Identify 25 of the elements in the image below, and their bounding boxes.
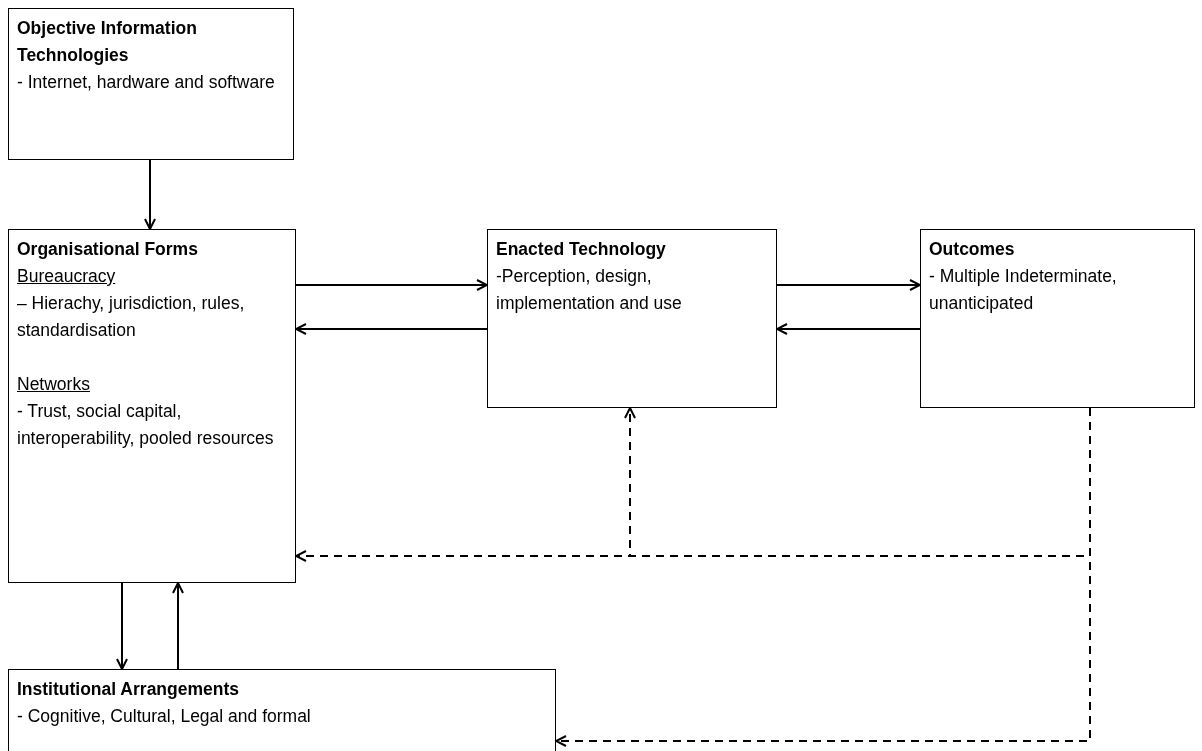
box-heading: Enacted Technology	[496, 238, 667, 261]
box-text: -Perception, design, implementation and use	[496, 265, 683, 315]
arrow	[295, 279, 488, 291]
subheading: Bureaucracy	[17, 265, 117, 288]
arrow	[172, 582, 184, 670]
arrow	[295, 323, 488, 335]
text-box	[8, 669, 556, 751]
arrow	[776, 279, 921, 291]
box-heading: Institutional Arrangements	[17, 678, 240, 701]
box-text: - Multiple Indeterminate, unanticipated	[929, 265, 1118, 315]
box-heading: Objective Information Technologies	[17, 17, 198, 67]
arrow	[144, 159, 156, 230]
box-text: - Internet, hardware and software	[17, 71, 276, 94]
box-text: – Hierachy, jurisdiction, rules, standardisation	[17, 292, 246, 342]
arrow	[776, 323, 921, 335]
text-box	[8, 229, 296, 583]
text-box	[8, 8, 294, 160]
text-box	[920, 229, 1195, 408]
text-box	[487, 229, 777, 408]
subheading: Networks	[17, 373, 91, 396]
box-text: - Trust, social capital, interoperability, pooled resources	[17, 400, 275, 450]
arrow	[116, 582, 128, 670]
box-heading: Outcomes	[929, 238, 1016, 261]
box-text: - Cognitive, Cultural, Legal and formal	[17, 705, 312, 728]
box-heading: Organisational Forms	[17, 238, 199, 261]
